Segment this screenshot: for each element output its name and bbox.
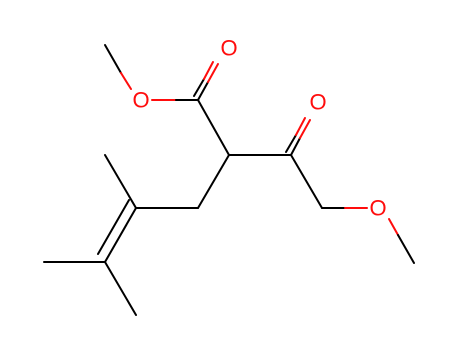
bond-alpha-to-allyl-ch2 xyxy=(197,154,230,209)
bond-ester-co-double-a-black xyxy=(197,81,209,101)
bond-methoxy-o-to-methyl-black xyxy=(397,234,415,264)
bond-ketone-double-b-black xyxy=(285,134,297,153)
bond-ester-co-double-a-red xyxy=(207,63,219,83)
bond-ketone-double-a-black xyxy=(290,137,301,156)
atom-o-ketone: O xyxy=(309,90,326,115)
bond-alkene-c-methyl xyxy=(104,154,137,209)
bond-ester-co-double-b-black xyxy=(193,78,205,97)
bond-alkene-double-a xyxy=(104,207,137,263)
bond-terminal-methyl-down xyxy=(104,261,137,316)
bond-ketone-double-b-red xyxy=(295,117,306,136)
bond-alkene-double-b xyxy=(97,199,130,255)
atom-o-ester-ether: O xyxy=(132,88,149,113)
atom-o-ester-carbonyl: O xyxy=(220,36,237,61)
bond-ketone-double-a-red xyxy=(299,119,311,139)
bond-ester-co-double-b-red xyxy=(203,61,214,80)
bond-ester-methyl-oxygen xyxy=(120,72,132,90)
bond-ketone-to-ch2 xyxy=(290,154,323,209)
bond-carbonyl-to-alpha xyxy=(197,99,230,156)
atom-o-methoxy: O xyxy=(369,196,386,221)
bond-methoxy-o-to-methyl-red xyxy=(388,218,399,236)
bond-ester-methyl-carbon xyxy=(104,44,122,74)
